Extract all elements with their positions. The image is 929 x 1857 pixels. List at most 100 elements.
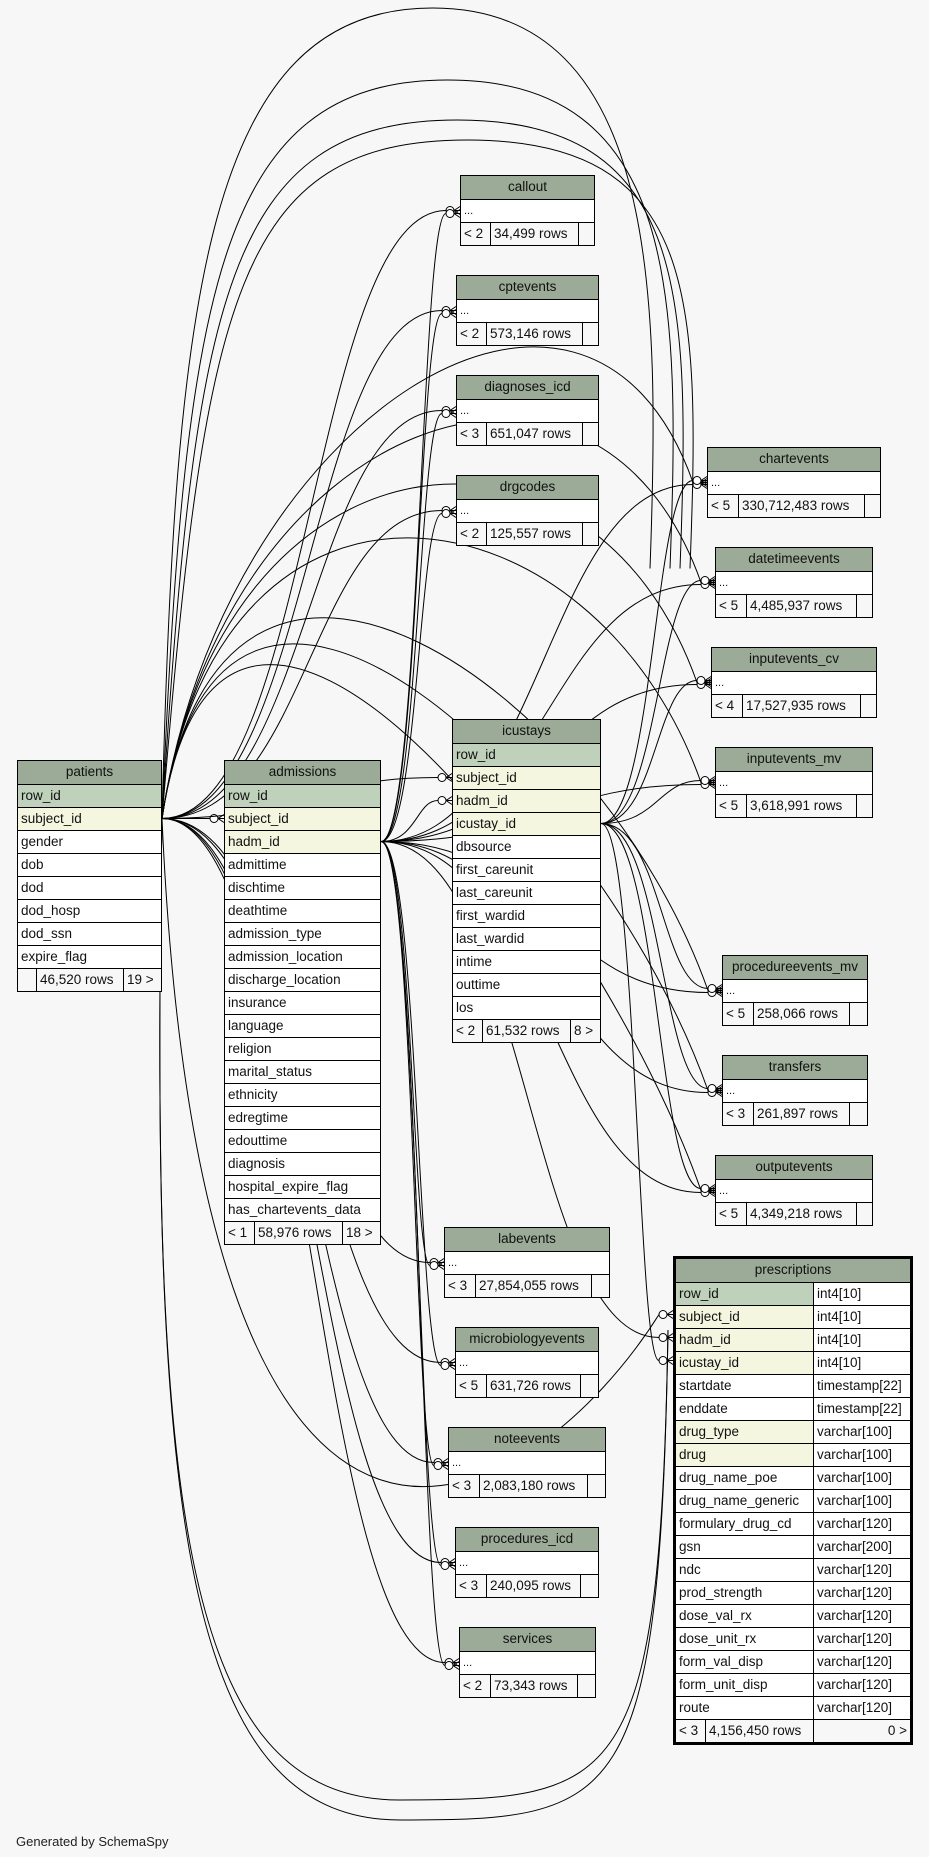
- column-row[interactable]: expire_flag: [18, 945, 161, 968]
- children-count[interactable]: [864, 495, 880, 517]
- children-count[interactable]: 8 >: [570, 1020, 600, 1042]
- children-count[interactable]: [860, 695, 876, 717]
- column-row[interactable]: gender: [18, 830, 161, 853]
- children-count[interactable]: [580, 1575, 598, 1597]
- column-row[interactable]: hospital_expire_flag: [225, 1175, 380, 1198]
- table-title[interactable]: diagnoses_icd: [484, 379, 571, 394]
- column-row[interactable]: discharge_location: [225, 968, 380, 991]
- parents-count[interactable]: < 5: [459, 1378, 479, 1393]
- parents-count[interactable]: < 4: [715, 698, 735, 713]
- column-row[interactable]: hadm_id: [453, 789, 600, 812]
- column-row[interactable]: language: [225, 1014, 380, 1037]
- column-row[interactable]: deathtime: [225, 899, 380, 922]
- column-row[interactable]: marital_status: [225, 1060, 380, 1083]
- column-row[interactable]: last_wardid: [453, 927, 600, 950]
- column-row[interactable]: subject_id: [225, 807, 380, 830]
- column-row[interactable]: religion: [225, 1037, 380, 1060]
- column-row[interactable]: row_id: [453, 743, 600, 766]
- table-title[interactable]: procedureevents_mv: [731, 959, 859, 974]
- parents-count[interactable]: < 5: [719, 598, 739, 613]
- column-row[interactable]: first_careunit: [453, 858, 600, 881]
- column-row[interactable]: outtime: [453, 973, 600, 996]
- column-row[interactable]: intime: [453, 950, 600, 973]
- column-row[interactable]: icustay_id: [453, 812, 600, 835]
- children-count[interactable]: [856, 595, 872, 617]
- column-row[interactable]: insurance: [225, 991, 380, 1014]
- table-title[interactable]: services: [502, 1631, 553, 1646]
- parents-count[interactable]: < 3: [679, 1723, 699, 1738]
- column-row[interactable]: dod_ssn: [18, 922, 161, 945]
- column-row[interactable]: dbsource: [453, 835, 600, 858]
- column-row[interactable]: row_id: [18, 784, 161, 807]
- column-row[interactable]: dod: [18, 876, 161, 899]
- parents-count[interactable]: < 2: [456, 1023, 476, 1038]
- children-count[interactable]: [578, 223, 594, 245]
- table-title[interactable]: drgcodes: [499, 479, 556, 494]
- children-count[interactable]: [849, 1003, 867, 1025]
- column-row[interactable]: dob: [18, 853, 161, 876]
- column-row[interactable]: dod_hosp: [18, 899, 161, 922]
- column-row[interactable]: admittime: [225, 853, 380, 876]
- children-count[interactable]: [591, 1275, 609, 1297]
- table-title[interactable]: admissions: [268, 764, 337, 779]
- column-row[interactable]: los: [453, 996, 600, 1019]
- column-row[interactable]: row_id: [225, 784, 380, 807]
- parents-count[interactable]: < 3: [452, 1478, 472, 1493]
- column-row[interactable]: ethnicity: [225, 1083, 380, 1106]
- table-title[interactable]: patients: [65, 764, 114, 779]
- table-title[interactable]: callout: [507, 179, 548, 194]
- children-count[interactable]: [580, 1375, 598, 1397]
- table-title[interactable]: noteevents: [493, 1431, 561, 1446]
- parents-count[interactable]: < 3: [448, 1278, 468, 1293]
- parents-count[interactable]: < 3: [726, 1106, 746, 1121]
- children-count[interactable]: [856, 1203, 872, 1225]
- parents-count[interactable]: < 3: [460, 426, 480, 441]
- parents-count[interactable]: < 5: [719, 798, 739, 813]
- parents-count[interactable]: < 5: [719, 1206, 739, 1221]
- table-title[interactable]: microbiologyevents: [469, 1331, 585, 1346]
- children-count[interactable]: [587, 1475, 605, 1497]
- table-title[interactable]: prescriptions: [754, 1262, 832, 1277]
- parents-count[interactable]: [18, 969, 36, 991]
- parents-count[interactable]: < 2: [464, 226, 484, 241]
- column-row[interactable]: admission_type: [225, 922, 380, 945]
- column-row[interactable]: subject_id: [18, 807, 161, 830]
- table-title[interactable]: icustays: [502, 723, 551, 738]
- parents-count[interactable]: < 3: [459, 1578, 479, 1593]
- column-row[interactable]: admission_location: [225, 945, 380, 968]
- children-count[interactable]: [577, 1675, 595, 1697]
- column-row[interactable]: first_wardid: [453, 904, 600, 927]
- table-title[interactable]: cptevents: [498, 279, 557, 294]
- parents-count[interactable]: < 5: [711, 498, 731, 513]
- children-count[interactable]: 18 >: [342, 1222, 380, 1244]
- column-row[interactable]: edregtime: [225, 1106, 380, 1129]
